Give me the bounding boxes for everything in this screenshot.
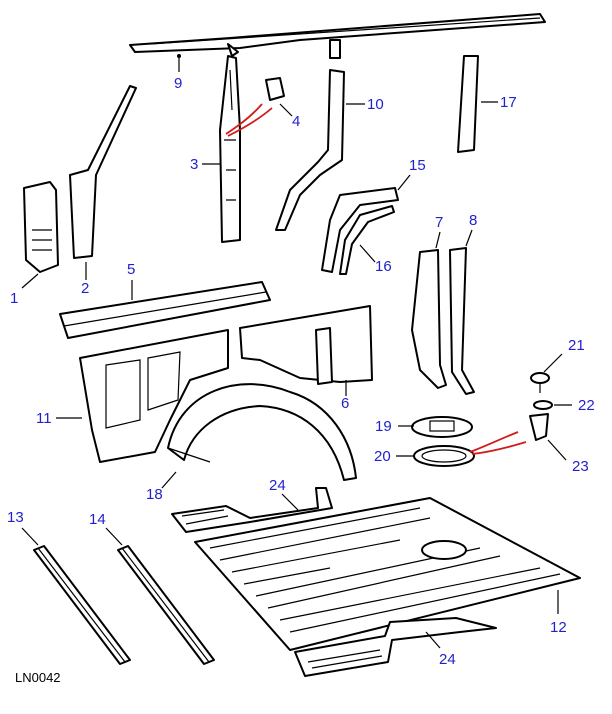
part-14-rail bbox=[117, 545, 215, 665]
callout-16[interactable]: 16 bbox=[375, 258, 392, 275]
callout-17[interactable]: 17 bbox=[500, 94, 517, 111]
part-8-pillar bbox=[449, 247, 475, 395]
callout-4[interactable]: 4 bbox=[292, 113, 301, 130]
part-24-lower-strip bbox=[294, 617, 497, 677]
callout-11[interactable]: 11 bbox=[36, 410, 52, 427]
part-23-clip bbox=[529, 413, 549, 441]
part-10-arch-post bbox=[275, 69, 345, 231]
part-16-arch-strip bbox=[339, 205, 395, 275]
part-6-rear-panel bbox=[239, 305, 373, 385]
part-5-rail bbox=[59, 281, 271, 339]
part-12-floor bbox=[194, 497, 581, 651]
part-18-wheelhouse bbox=[167, 383, 357, 481]
callout-24-upper[interactable]: 24 bbox=[269, 477, 286, 494]
callout-12[interactable]: 12 bbox=[550, 619, 567, 636]
callout-15[interactable]: 15 bbox=[409, 157, 426, 174]
callout-23[interactable]: 23 bbox=[572, 458, 589, 475]
part-9-top-rail bbox=[129, 13, 546, 59]
part-19-plate bbox=[411, 416, 473, 438]
part-1-panel bbox=[23, 181, 59, 273]
callout-6[interactable]: 6 bbox=[341, 395, 350, 412]
callout-2[interactable]: 2 bbox=[81, 280, 90, 297]
callout-24-lower[interactable]: 24 bbox=[439, 651, 456, 668]
callout-18[interactable]: 18 bbox=[146, 486, 163, 503]
part-15-wheel-arch bbox=[321, 187, 399, 273]
callout-20[interactable]: 20 bbox=[374, 448, 391, 465]
part-24-upper-strip bbox=[171, 487, 333, 533]
part-20-seal bbox=[413, 445, 475, 467]
callout-21[interactable]: 21 bbox=[568, 337, 585, 354]
part-7-pillar bbox=[411, 249, 447, 389]
part-21-screw bbox=[530, 372, 550, 393]
part-11-side-panel bbox=[79, 329, 229, 463]
callout-19[interactable]: 19 bbox=[375, 418, 392, 435]
callout-8[interactable]: 8 bbox=[469, 212, 478, 229]
part-22-washer bbox=[533, 400, 553, 410]
part-13-rail bbox=[33, 545, 131, 665]
part-17-strip bbox=[457, 55, 479, 153]
callout-1[interactable]: 1 bbox=[10, 290, 19, 307]
callout-5[interactable]: 5 bbox=[127, 261, 136, 278]
callout-7[interactable]: 7 bbox=[435, 214, 444, 231]
diagram-reference-code: LN0042 bbox=[15, 670, 61, 685]
part-2-post bbox=[69, 85, 137, 259]
part-3-pillar bbox=[219, 55, 241, 243]
callout-9[interactable]: 9 bbox=[174, 75, 183, 92]
callout-22[interactable]: 22 bbox=[578, 397, 595, 414]
callout-3[interactable]: 3 bbox=[190, 156, 199, 173]
callout-13[interactable]: 13 bbox=[7, 509, 24, 526]
part-4-bracket bbox=[265, 77, 285, 101]
callout-10[interactable]: 10 bbox=[367, 96, 384, 113]
callout-14[interactable]: 14 bbox=[89, 511, 106, 528]
